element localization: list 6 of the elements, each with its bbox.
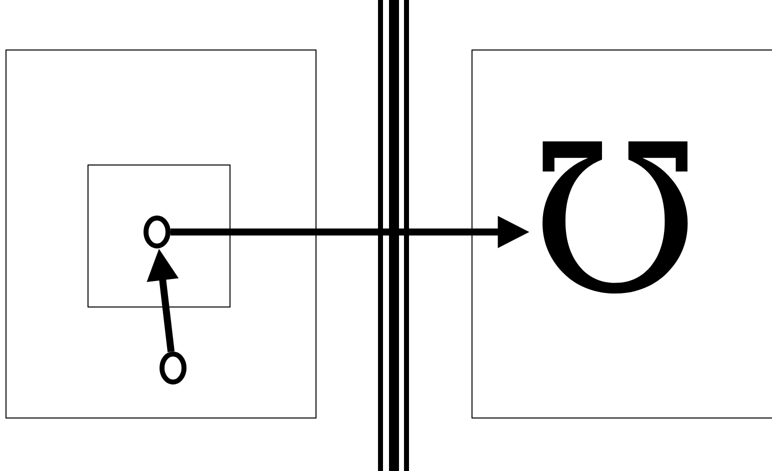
frame-box [472,50,772,418]
frame-box [6,50,316,418]
small-circle [144,216,170,248]
symbol-text: ℧ [542,141,688,294]
small-circle [160,351,186,384]
frame-box [88,164,230,308]
